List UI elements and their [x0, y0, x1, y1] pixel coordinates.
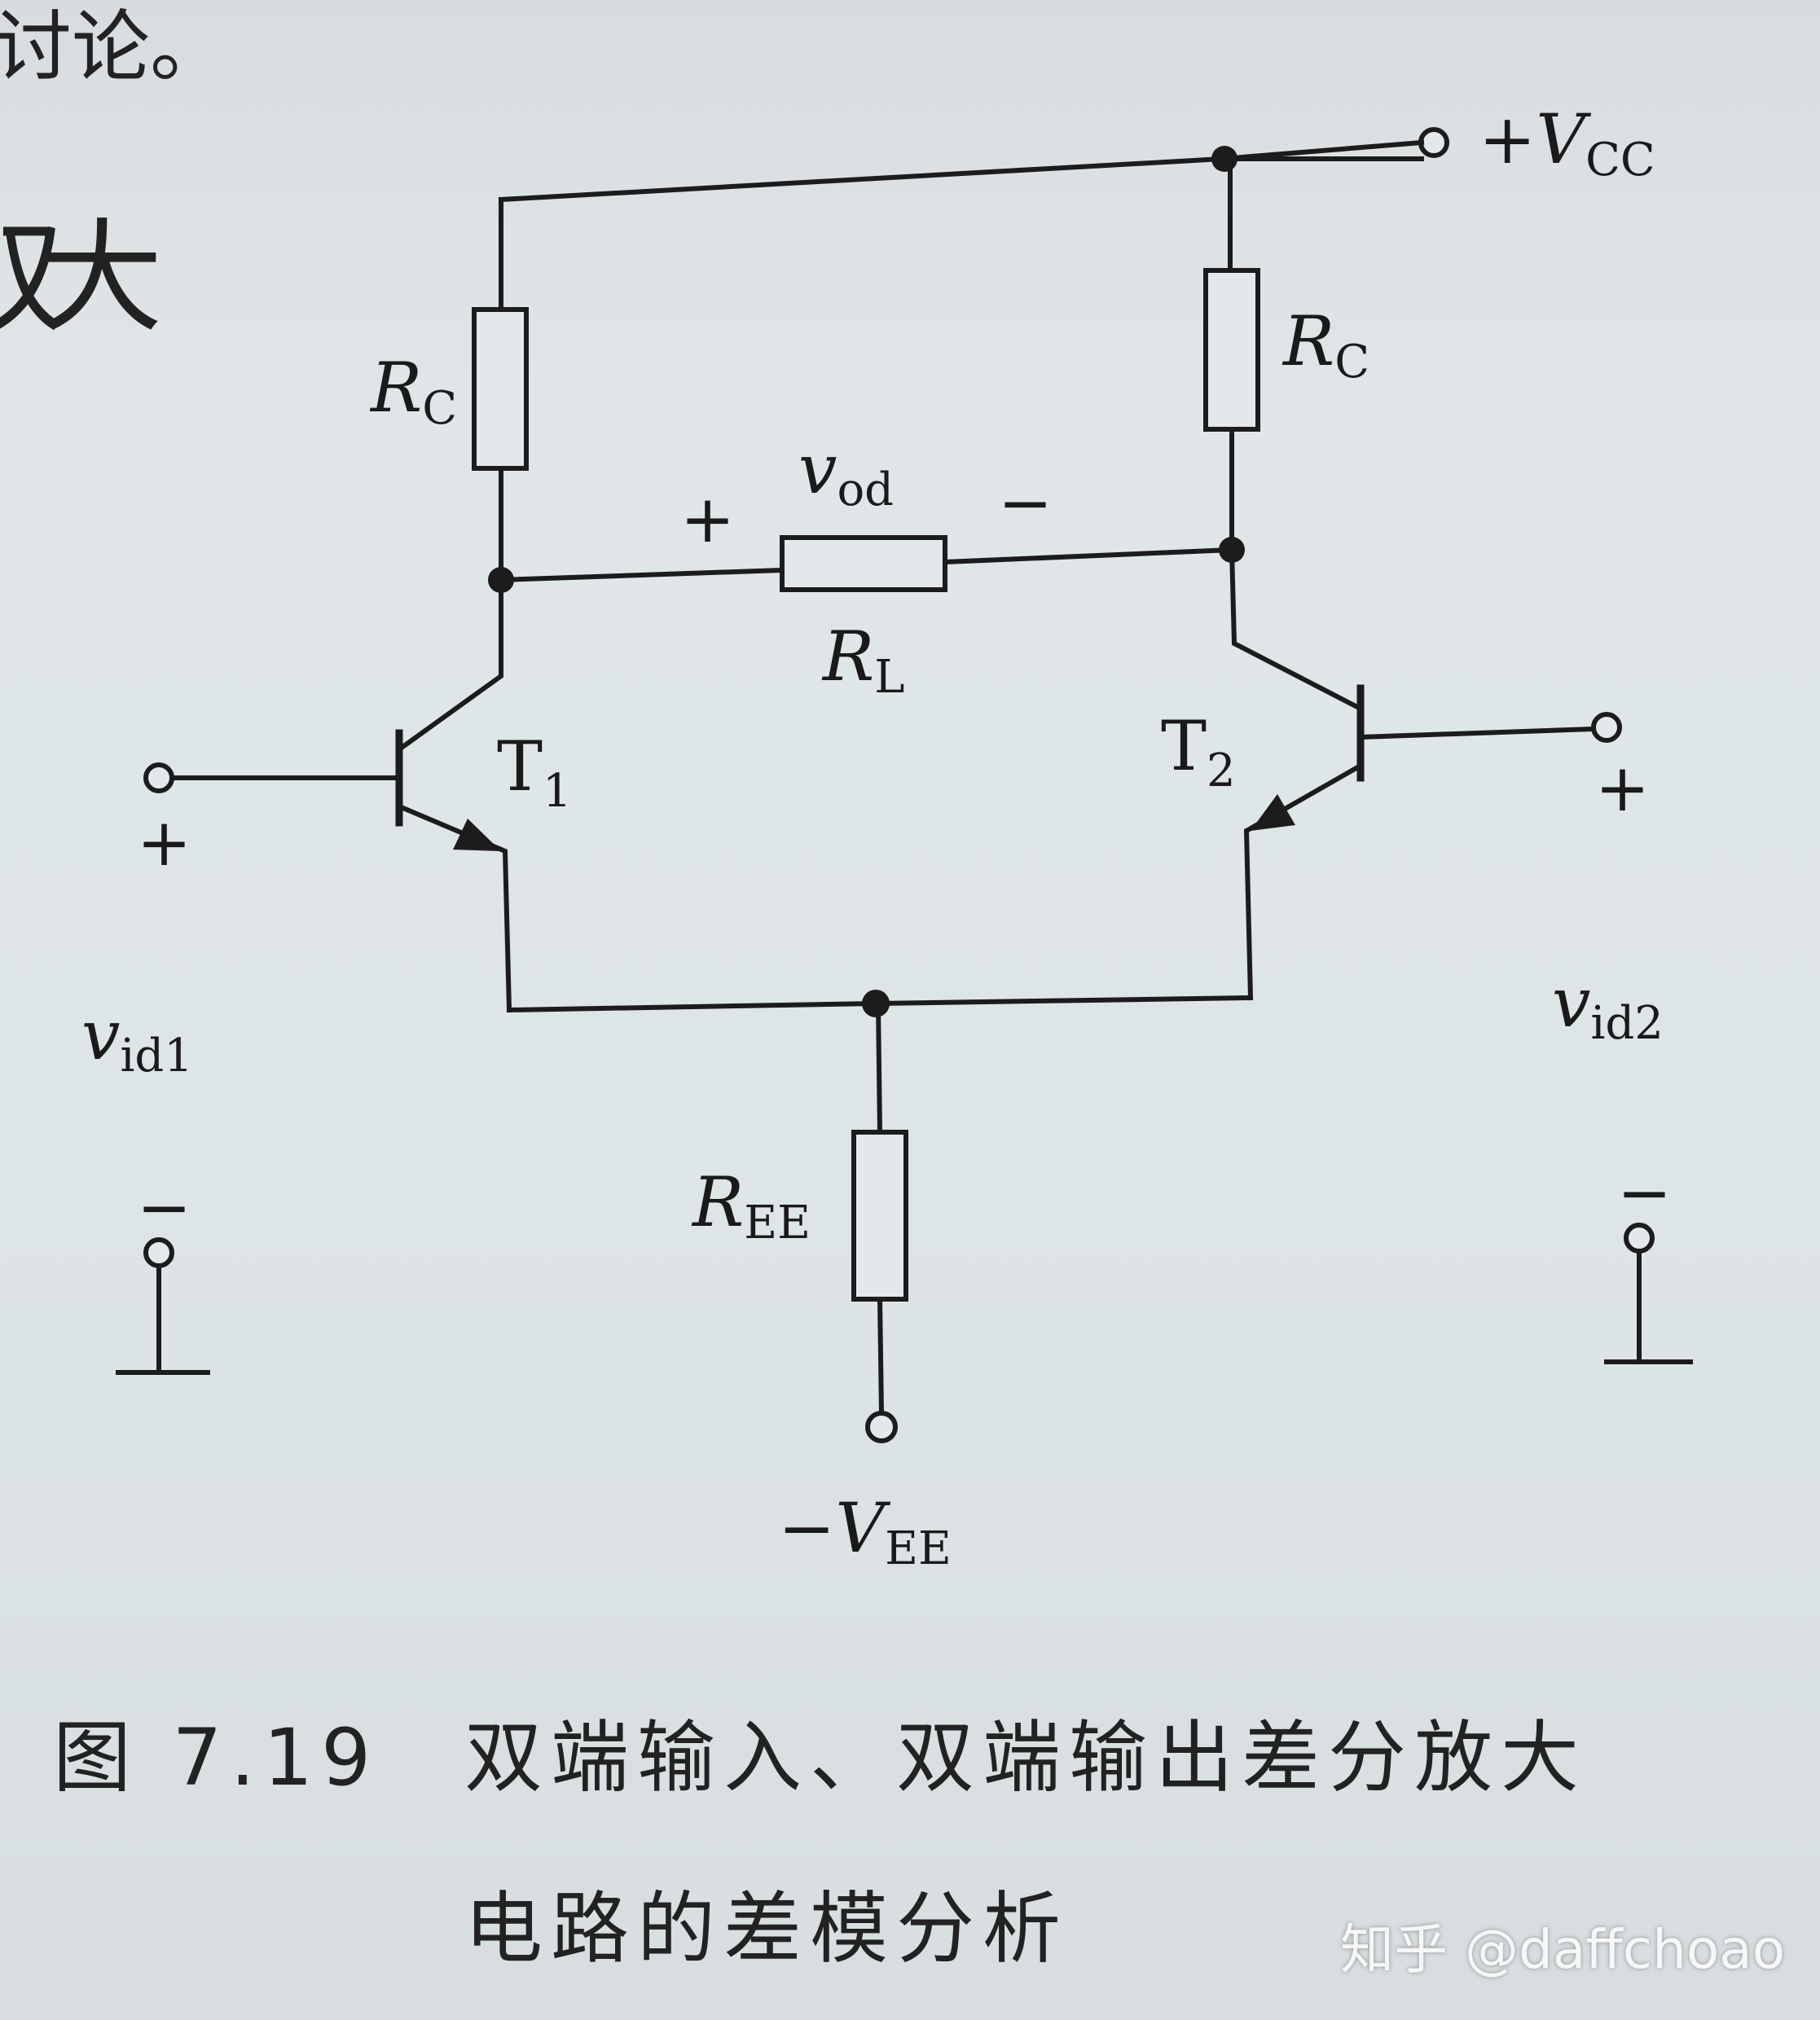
- vid2-label: vid2: [1552, 963, 1664, 1050]
- figure-caption-line2: 电路的差模分析: [464, 1883, 1069, 1974]
- vid1-plus-sign: +: [137, 805, 191, 880]
- rl-resistor: [780, 535, 947, 592]
- watermark: 知乎 @daffchoao: [1340, 1918, 1786, 1981]
- t1-transistor: [169, 577, 512, 1013]
- figure-number: 图 7.19: [53, 1712, 380, 1803]
- figure-caption-line1: 双端输入、双端输出差分放大: [464, 1712, 1587, 1803]
- vid2-minus-sign: −: [1617, 1155, 1672, 1231]
- vid2-plus-sign: +: [1595, 750, 1650, 826]
- t2-transistor: [1229, 547, 1596, 1001]
- vid1-input-terminal[interactable]: [143, 762, 174, 793]
- rc-left-resistor: [472, 307, 529, 471]
- vod-minus-sign: −: [998, 465, 1053, 541]
- vod-plus-sign: +: [680, 481, 735, 557]
- vcc-terminal: [1418, 127, 1449, 158]
- rc-left-label: RC: [369, 348, 457, 435]
- rc-right-label: RC: [1281, 301, 1369, 389]
- vee-terminal: [865, 1411, 898, 1443]
- rl-label: RL: [821, 617, 904, 704]
- vid1-label: vid1: [81, 995, 193, 1082]
- vod-label: vod: [798, 429, 894, 516]
- ree-label: REE: [691, 1162, 811, 1249]
- ree-resistor: [851, 1130, 908, 1302]
- rc-right-resistor: [1203, 268, 1260, 432]
- vid2-input-terminal[interactable]: [1591, 712, 1622, 743]
- vcc-node: [1211, 146, 1238, 172]
- t1-label: T1: [497, 727, 572, 818]
- vee-label: −VEE: [778, 1488, 952, 1575]
- right-ground-icon: [1604, 1223, 1693, 1364]
- page-fragment-heading: 双大: [0, 208, 163, 349]
- left-ground-icon: [116, 1237, 210, 1375]
- vcc-label: +VCC: [1479, 99, 1655, 187]
- vid1-minus-sign: −: [137, 1170, 191, 1245]
- t2-label: T2: [1161, 706, 1236, 797]
- top-supply-rail: [498, 156, 1424, 312]
- page-fragment-top: 讨论。: [0, 2, 228, 93]
